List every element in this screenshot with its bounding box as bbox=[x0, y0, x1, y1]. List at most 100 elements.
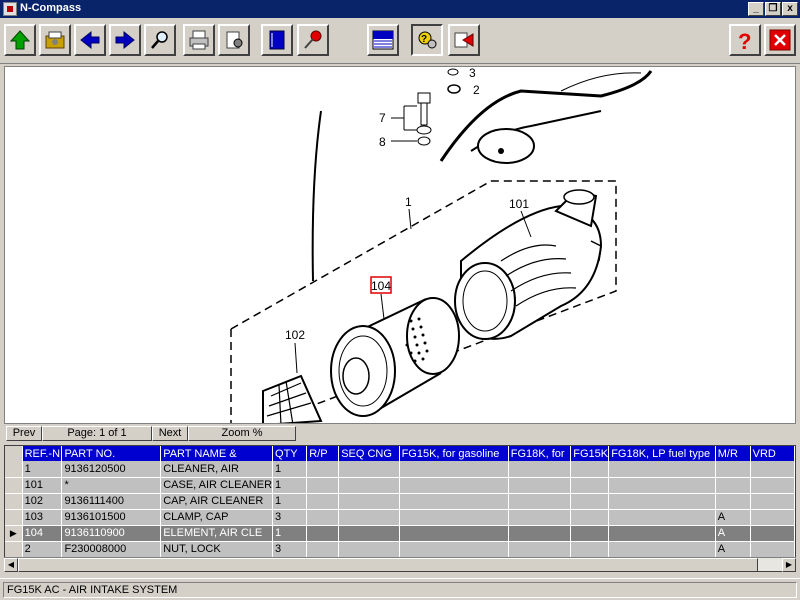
part-no-cell[interactable]: * bbox=[61, 477, 162, 494]
search-button[interactable] bbox=[144, 24, 176, 56]
part-name-cell[interactable]: ELEMENT, AIR CLE bbox=[160, 525, 274, 542]
scroll-right-button[interactable]: ▶ bbox=[782, 558, 796, 572]
scroll-thumb[interactable] bbox=[18, 558, 758, 572]
vrd-cell[interactable] bbox=[750, 493, 795, 510]
qty-cell[interactable]: 1 bbox=[272, 477, 308, 494]
column-header[interactable]: SEQ CNG bbox=[338, 446, 400, 461]
exit-catalog-button[interactable] bbox=[448, 24, 480, 56]
prev-page-button[interactable]: Prev bbox=[6, 426, 42, 441]
fg15k-cell[interactable] bbox=[570, 461, 610, 478]
fg18k-lp-cell[interactable] bbox=[608, 525, 716, 542]
fg18k-lp-cell[interactable] bbox=[608, 493, 716, 510]
qty-cell[interactable]: 1 bbox=[272, 461, 308, 478]
qty-cell[interactable]: 1 bbox=[272, 493, 308, 510]
column-header[interactable]: FG18K, LP fuel type bbox=[608, 446, 716, 461]
fg15k-gas-cell[interactable] bbox=[399, 509, 509, 526]
help-button[interactable]: ? bbox=[729, 24, 761, 56]
mr-cell[interactable]: A bbox=[715, 541, 751, 558]
qty-cell[interactable]: 3 bbox=[272, 509, 308, 526]
part-no-cell[interactable]: 9136110900 bbox=[61, 525, 162, 542]
part-name-cell[interactable]: CLEANER, AIR bbox=[160, 461, 274, 478]
callout-7[interactable]: 7 bbox=[379, 111, 386, 125]
qty-cell[interactable]: 3 bbox=[272, 541, 308, 558]
part-no-cell[interactable]: 9136101500 bbox=[61, 509, 162, 526]
callout-101[interactable]: 101 bbox=[509, 197, 529, 211]
rp-cell[interactable] bbox=[306, 509, 340, 526]
callout-104[interactable]: 104 bbox=[371, 279, 391, 293]
row-selector[interactable]: ▶ bbox=[5, 525, 23, 542]
column-header[interactable]: REF.-N bbox=[22, 446, 63, 461]
fg15k-cell[interactable] bbox=[570, 509, 610, 526]
column-header[interactable]: FG15K, for gasoline bbox=[399, 446, 509, 461]
fg15k-cell[interactable] bbox=[570, 525, 610, 542]
callout-1[interactable]: 1 bbox=[405, 195, 412, 209]
rp-cell[interactable] bbox=[306, 525, 340, 542]
callout-2[interactable]: 2 bbox=[473, 83, 480, 97]
ref-cell[interactable]: 102 bbox=[22, 493, 63, 510]
parts-illustration[interactable]: 3 2 7 8 1 101 bbox=[4, 66, 796, 424]
column-header[interactable]: FG18K, for bbox=[508, 446, 572, 461]
part-search-button[interactable]: ? bbox=[411, 24, 443, 56]
fg15k-gas-cell[interactable] bbox=[399, 541, 509, 558]
up-level-button[interactable] bbox=[4, 24, 36, 56]
vrd-cell[interactable] bbox=[750, 477, 795, 494]
part-no-cell[interactable]: F230008000 bbox=[61, 541, 162, 558]
parts-grid[interactable]: REF.-N PART NO. PART NAME & QTY R/P SEQ … bbox=[4, 445, 796, 572]
fg15k-cell[interactable] bbox=[570, 493, 610, 510]
row-selector[interactable] bbox=[5, 509, 23, 526]
fg18k-cell[interactable] bbox=[508, 509, 572, 526]
horizontal-scrollbar[interactable]: ◀ ▶ bbox=[4, 557, 796, 572]
zoom-control[interactable]: Zoom % bbox=[188, 426, 296, 441]
fg15k-gas-cell[interactable] bbox=[399, 461, 509, 478]
callout-102[interactable]: 102 bbox=[285, 328, 305, 342]
seq-cng-cell[interactable] bbox=[338, 461, 400, 478]
column-header[interactable]: M/R bbox=[715, 446, 751, 461]
fg15k-gas-cell[interactable] bbox=[399, 525, 509, 542]
part-name-cell[interactable]: NUT, LOCK bbox=[160, 541, 274, 558]
close-window-button[interactable]: x bbox=[782, 2, 798, 16]
seq-cng-cell[interactable] bbox=[338, 541, 400, 558]
rp-cell[interactable] bbox=[306, 461, 340, 478]
row-selector[interactable] bbox=[5, 461, 23, 478]
part-name-cell[interactable]: CLAMP, CAP bbox=[160, 509, 274, 526]
column-header[interactable]: PART NAME & bbox=[160, 446, 274, 461]
restore-button[interactable]: ❐ bbox=[765, 2, 781, 16]
back-button[interactable] bbox=[74, 24, 106, 56]
settings-button[interactable] bbox=[218, 24, 250, 56]
column-header[interactable]: R/P bbox=[306, 446, 340, 461]
ref-cell[interactable]: 2 bbox=[22, 541, 63, 558]
vrd-cell[interactable] bbox=[750, 541, 795, 558]
mr-cell[interactable] bbox=[715, 477, 751, 494]
part-name-cell[interactable]: CAP, AIR CLEANER bbox=[160, 493, 274, 510]
fg18k-lp-cell[interactable] bbox=[608, 477, 716, 494]
fg18k-cell[interactable] bbox=[508, 525, 572, 542]
mr-cell[interactable]: A bbox=[715, 525, 751, 542]
fg15k-gas-cell[interactable] bbox=[399, 493, 509, 510]
seq-cng-cell[interactable] bbox=[338, 509, 400, 526]
catalog-button[interactable] bbox=[39, 24, 71, 56]
ref-cell[interactable]: 103 bbox=[22, 509, 63, 526]
fg18k-cell[interactable] bbox=[508, 461, 572, 478]
fg18k-cell[interactable] bbox=[508, 541, 572, 558]
row-selector[interactable] bbox=[5, 493, 23, 510]
column-header[interactable]: VRD bbox=[750, 446, 795, 461]
callout-8[interactable]: 8 bbox=[379, 135, 386, 149]
rp-cell[interactable] bbox=[306, 541, 340, 558]
fg18k-cell[interactable] bbox=[508, 477, 572, 494]
row-selector[interactable] bbox=[5, 477, 23, 494]
seq-cng-cell[interactable] bbox=[338, 477, 400, 494]
scroll-left-button[interactable]: ◀ bbox=[4, 558, 18, 572]
qty-cell[interactable]: 1 bbox=[272, 525, 308, 542]
seq-cng-cell[interactable] bbox=[338, 493, 400, 510]
minimize-button[interactable]: _ bbox=[748, 2, 764, 16]
ref-cell[interactable]: 104 bbox=[22, 525, 63, 542]
column-header[interactable]: PART NO. bbox=[61, 446, 162, 461]
part-no-cell[interactable]: 9136120500 bbox=[61, 461, 162, 478]
callout-3[interactable]: 3 bbox=[469, 67, 476, 80]
seq-cng-cell[interactable] bbox=[338, 525, 400, 542]
notebook-button[interactable] bbox=[261, 24, 293, 56]
next-page-button[interactable]: Next bbox=[152, 426, 188, 441]
close-button[interactable] bbox=[764, 24, 796, 56]
